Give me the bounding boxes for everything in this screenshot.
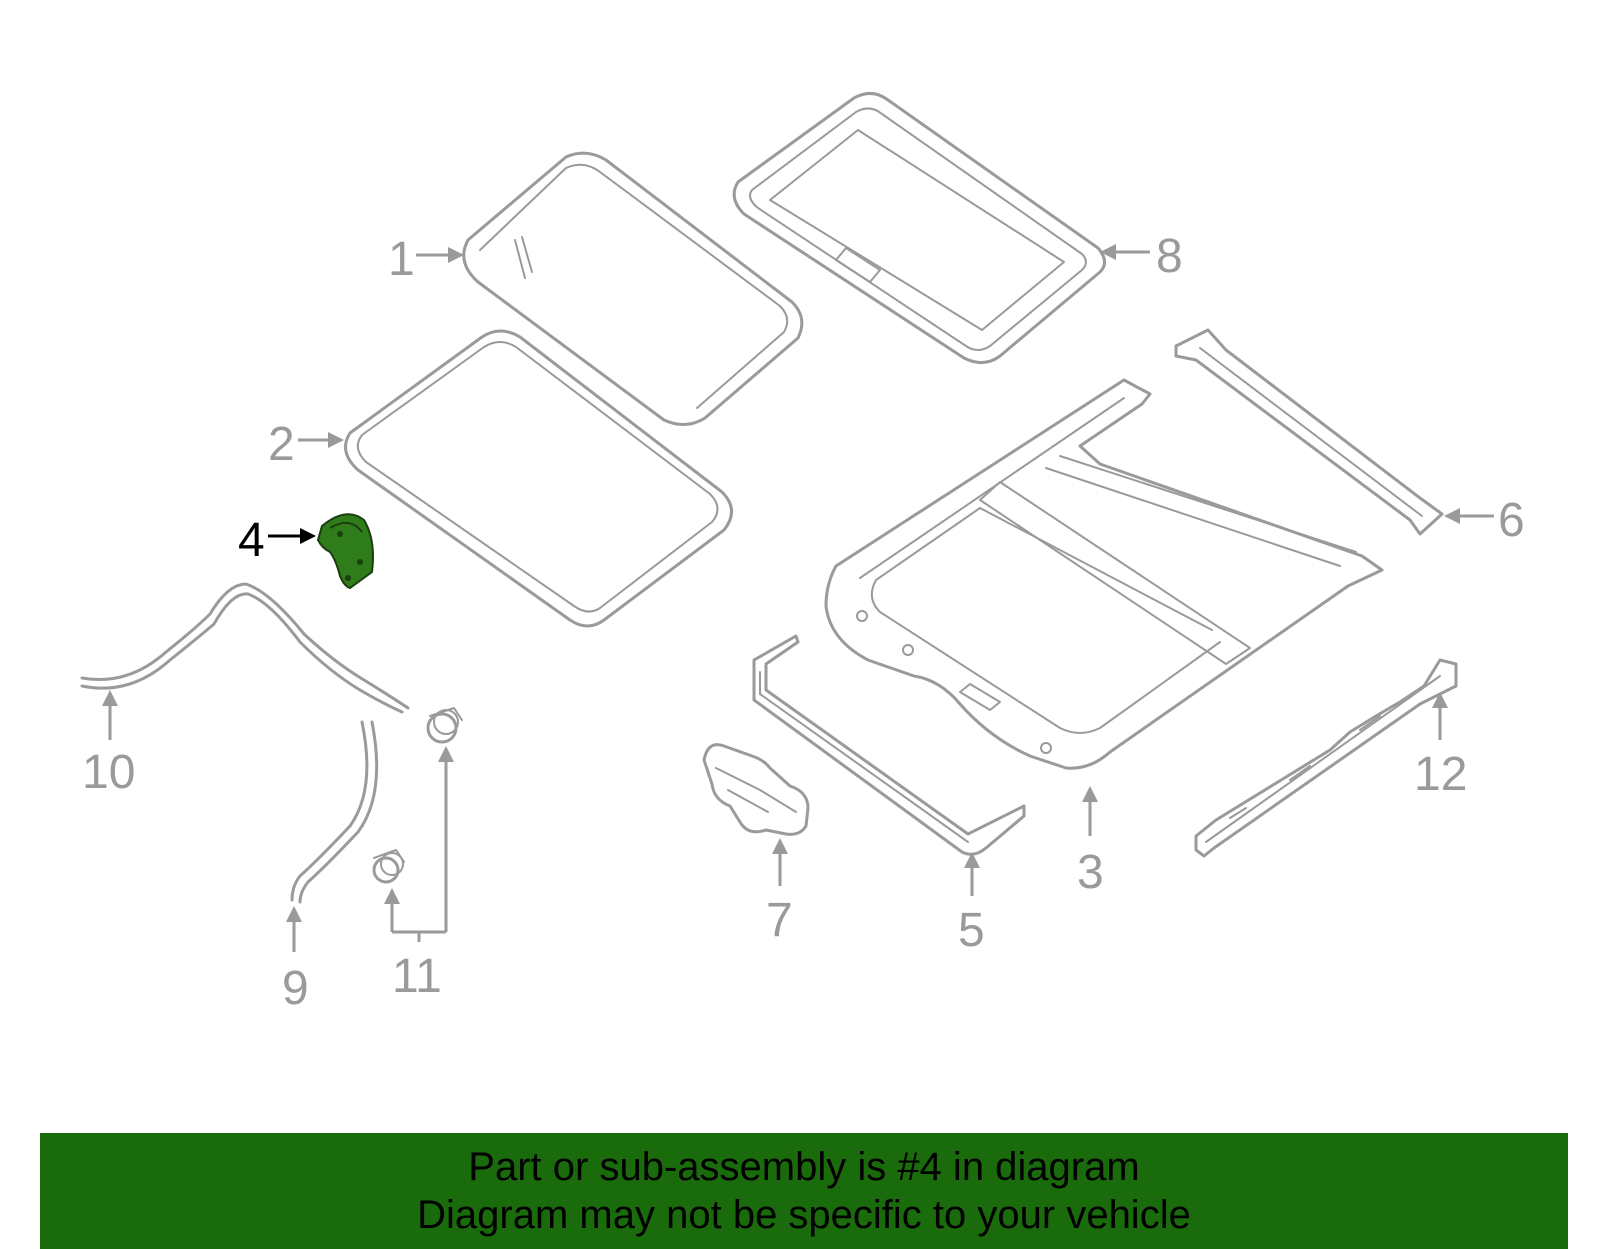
svg-text:1: 1 xyxy=(388,233,415,286)
part-5-strip xyxy=(752,634,1026,856)
callout-5: 5 xyxy=(958,852,985,957)
part-1-glass-panel xyxy=(462,151,804,426)
svg-text:4: 4 xyxy=(238,514,265,567)
svg-text:8: 8 xyxy=(1156,230,1183,283)
svg-text:12: 12 xyxy=(1414,748,1467,801)
svg-text:3: 3 xyxy=(1077,846,1104,899)
part-10-hose xyxy=(80,582,410,714)
svg-text:11: 11 xyxy=(392,950,442,1003)
svg-text:5: 5 xyxy=(958,904,985,957)
callout-7: 7 xyxy=(766,838,793,947)
part-6-rail xyxy=(1174,328,1444,536)
callout-3: 3 xyxy=(1077,786,1104,899)
callout-6: 6 xyxy=(1444,494,1525,547)
part-8-frame xyxy=(732,92,1106,364)
part-12-rail xyxy=(1194,658,1458,858)
callout-1: 1 xyxy=(388,233,464,286)
part-11-clips xyxy=(372,707,463,884)
info-banner: Part or sub-assembly is #4 in diagram Di… xyxy=(40,1133,1568,1249)
banner-line-1: Part or sub-assembly is #4 in diagram xyxy=(468,1145,1140,1189)
callout-9: 9 xyxy=(282,906,309,1015)
svg-text:10: 10 xyxy=(82,746,135,799)
part-4-bracket xyxy=(316,513,374,590)
banner-line-2: Diagram may not be specific to your vehi… xyxy=(417,1193,1191,1237)
callout-11: 11 xyxy=(384,746,454,1003)
part-9-hose xyxy=(290,720,379,904)
callout-12: 12 xyxy=(1414,692,1467,801)
part-2-seal xyxy=(344,329,733,628)
part-3-main-frame xyxy=(824,378,1384,770)
callout-2: 2 xyxy=(268,418,344,471)
callout-10: 10 xyxy=(82,690,135,799)
callout-4: 4 xyxy=(238,514,316,567)
part-7-motor xyxy=(702,743,810,836)
svg-text:6: 6 xyxy=(1498,494,1525,547)
svg-text:2: 2 xyxy=(268,418,295,471)
svg-text:7: 7 xyxy=(766,894,793,947)
callout-8: 8 xyxy=(1100,230,1183,283)
svg-text:9: 9 xyxy=(282,962,309,1015)
